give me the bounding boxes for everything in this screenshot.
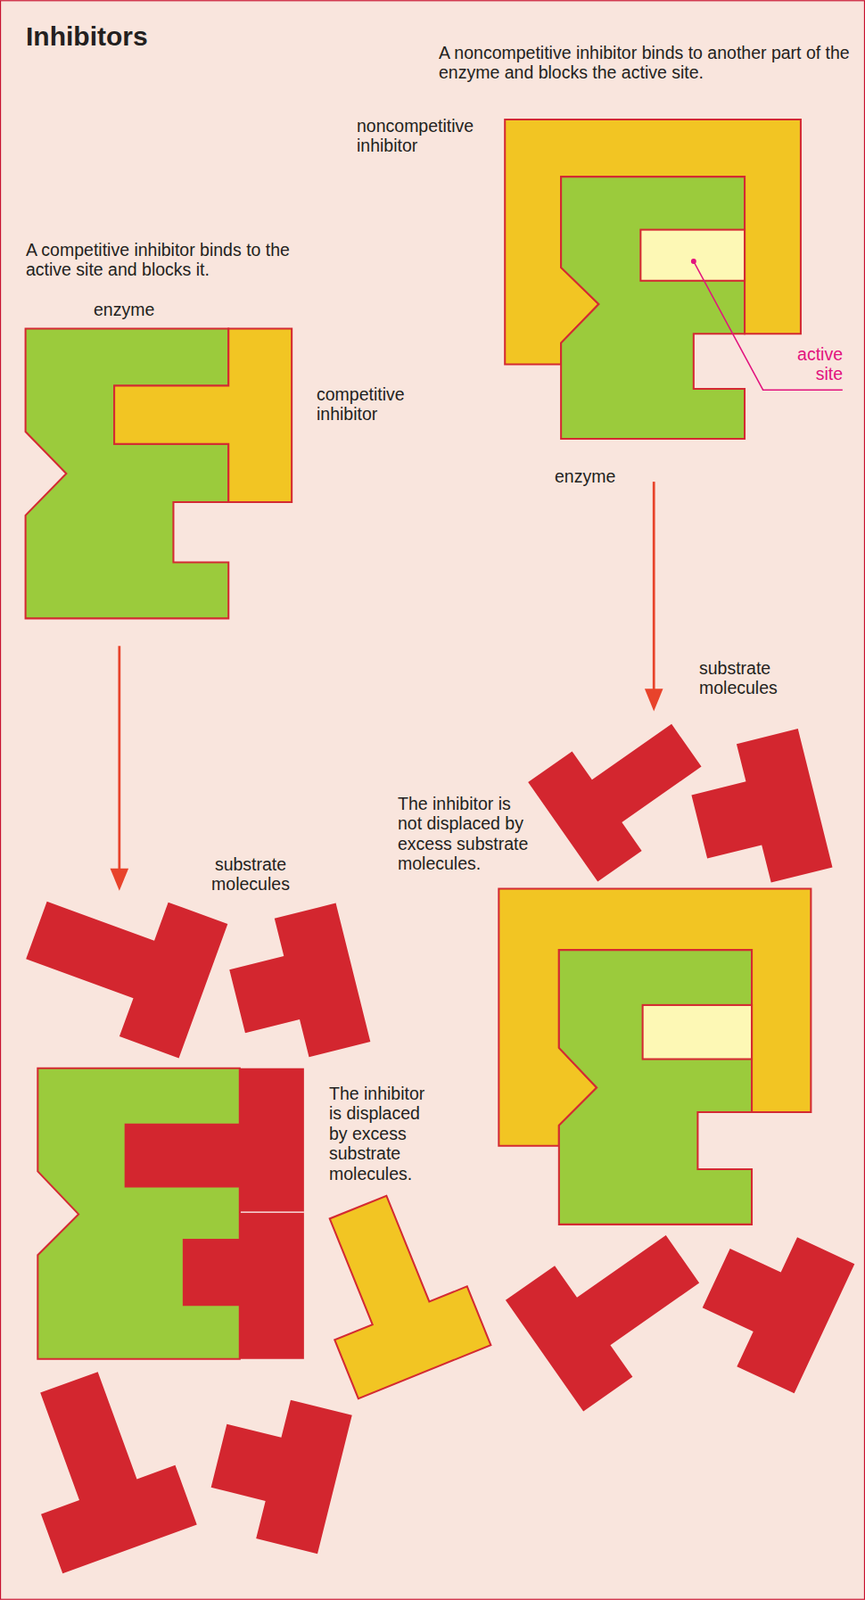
enzyme-shape <box>25 329 230 619</box>
competitive-inhibitor-shape <box>114 329 292 503</box>
part-label: substrate molecules <box>699 658 802 699</box>
substrate-gap <box>240 1211 305 1213</box>
result-note: The inhibitor is displaced by excess sub… <box>329 1083 437 1184</box>
displaced-inhibitor <box>291 1180 491 1400</box>
active-site <box>640 230 745 281</box>
enzyme-shape <box>560 176 745 439</box>
substrate-molecule <box>505 1202 722 1411</box>
result-note: The inhibitor is not displaced by excess… <box>397 793 537 874</box>
part-label: competitive inhibitor <box>316 384 433 425</box>
substrate-molecule <box>682 728 833 897</box>
part-label: enzyme <box>554 466 653 487</box>
callout-label: active site <box>778 344 843 385</box>
diagram-title: Inhibitors <box>25 21 149 52</box>
part-label: enzyme <box>93 299 192 320</box>
substrate-molecule <box>527 695 722 882</box>
substrate-molecule <box>685 1213 855 1394</box>
arrow-head <box>110 868 130 891</box>
enzyme-shape <box>37 1068 239 1360</box>
part-label: noncompetitive inhibitor <box>356 115 500 157</box>
substrate-molecule <box>220 903 371 1071</box>
bound-substrate <box>125 1068 305 1212</box>
arrow-shaft <box>652 481 656 690</box>
substrate-molecule <box>1 1357 198 1574</box>
part-label: substrate molecules <box>199 854 302 895</box>
caption-note: A competitive inhibitor binds to the act… <box>25 239 321 281</box>
caption-note: A noncompetitive inhibitor binds to anot… <box>438 42 858 83</box>
leader-line <box>693 261 843 390</box>
bound-substrate <box>183 1211 305 1360</box>
enzyme-shape <box>559 949 752 1225</box>
arrow-head <box>644 688 664 711</box>
substrate-molecule <box>201 1385 353 1554</box>
arrow-shaft <box>117 645 121 870</box>
active-site <box>642 1005 752 1060</box>
substrate-molecule <box>12 863 229 1059</box>
leader-dot <box>691 258 697 264</box>
